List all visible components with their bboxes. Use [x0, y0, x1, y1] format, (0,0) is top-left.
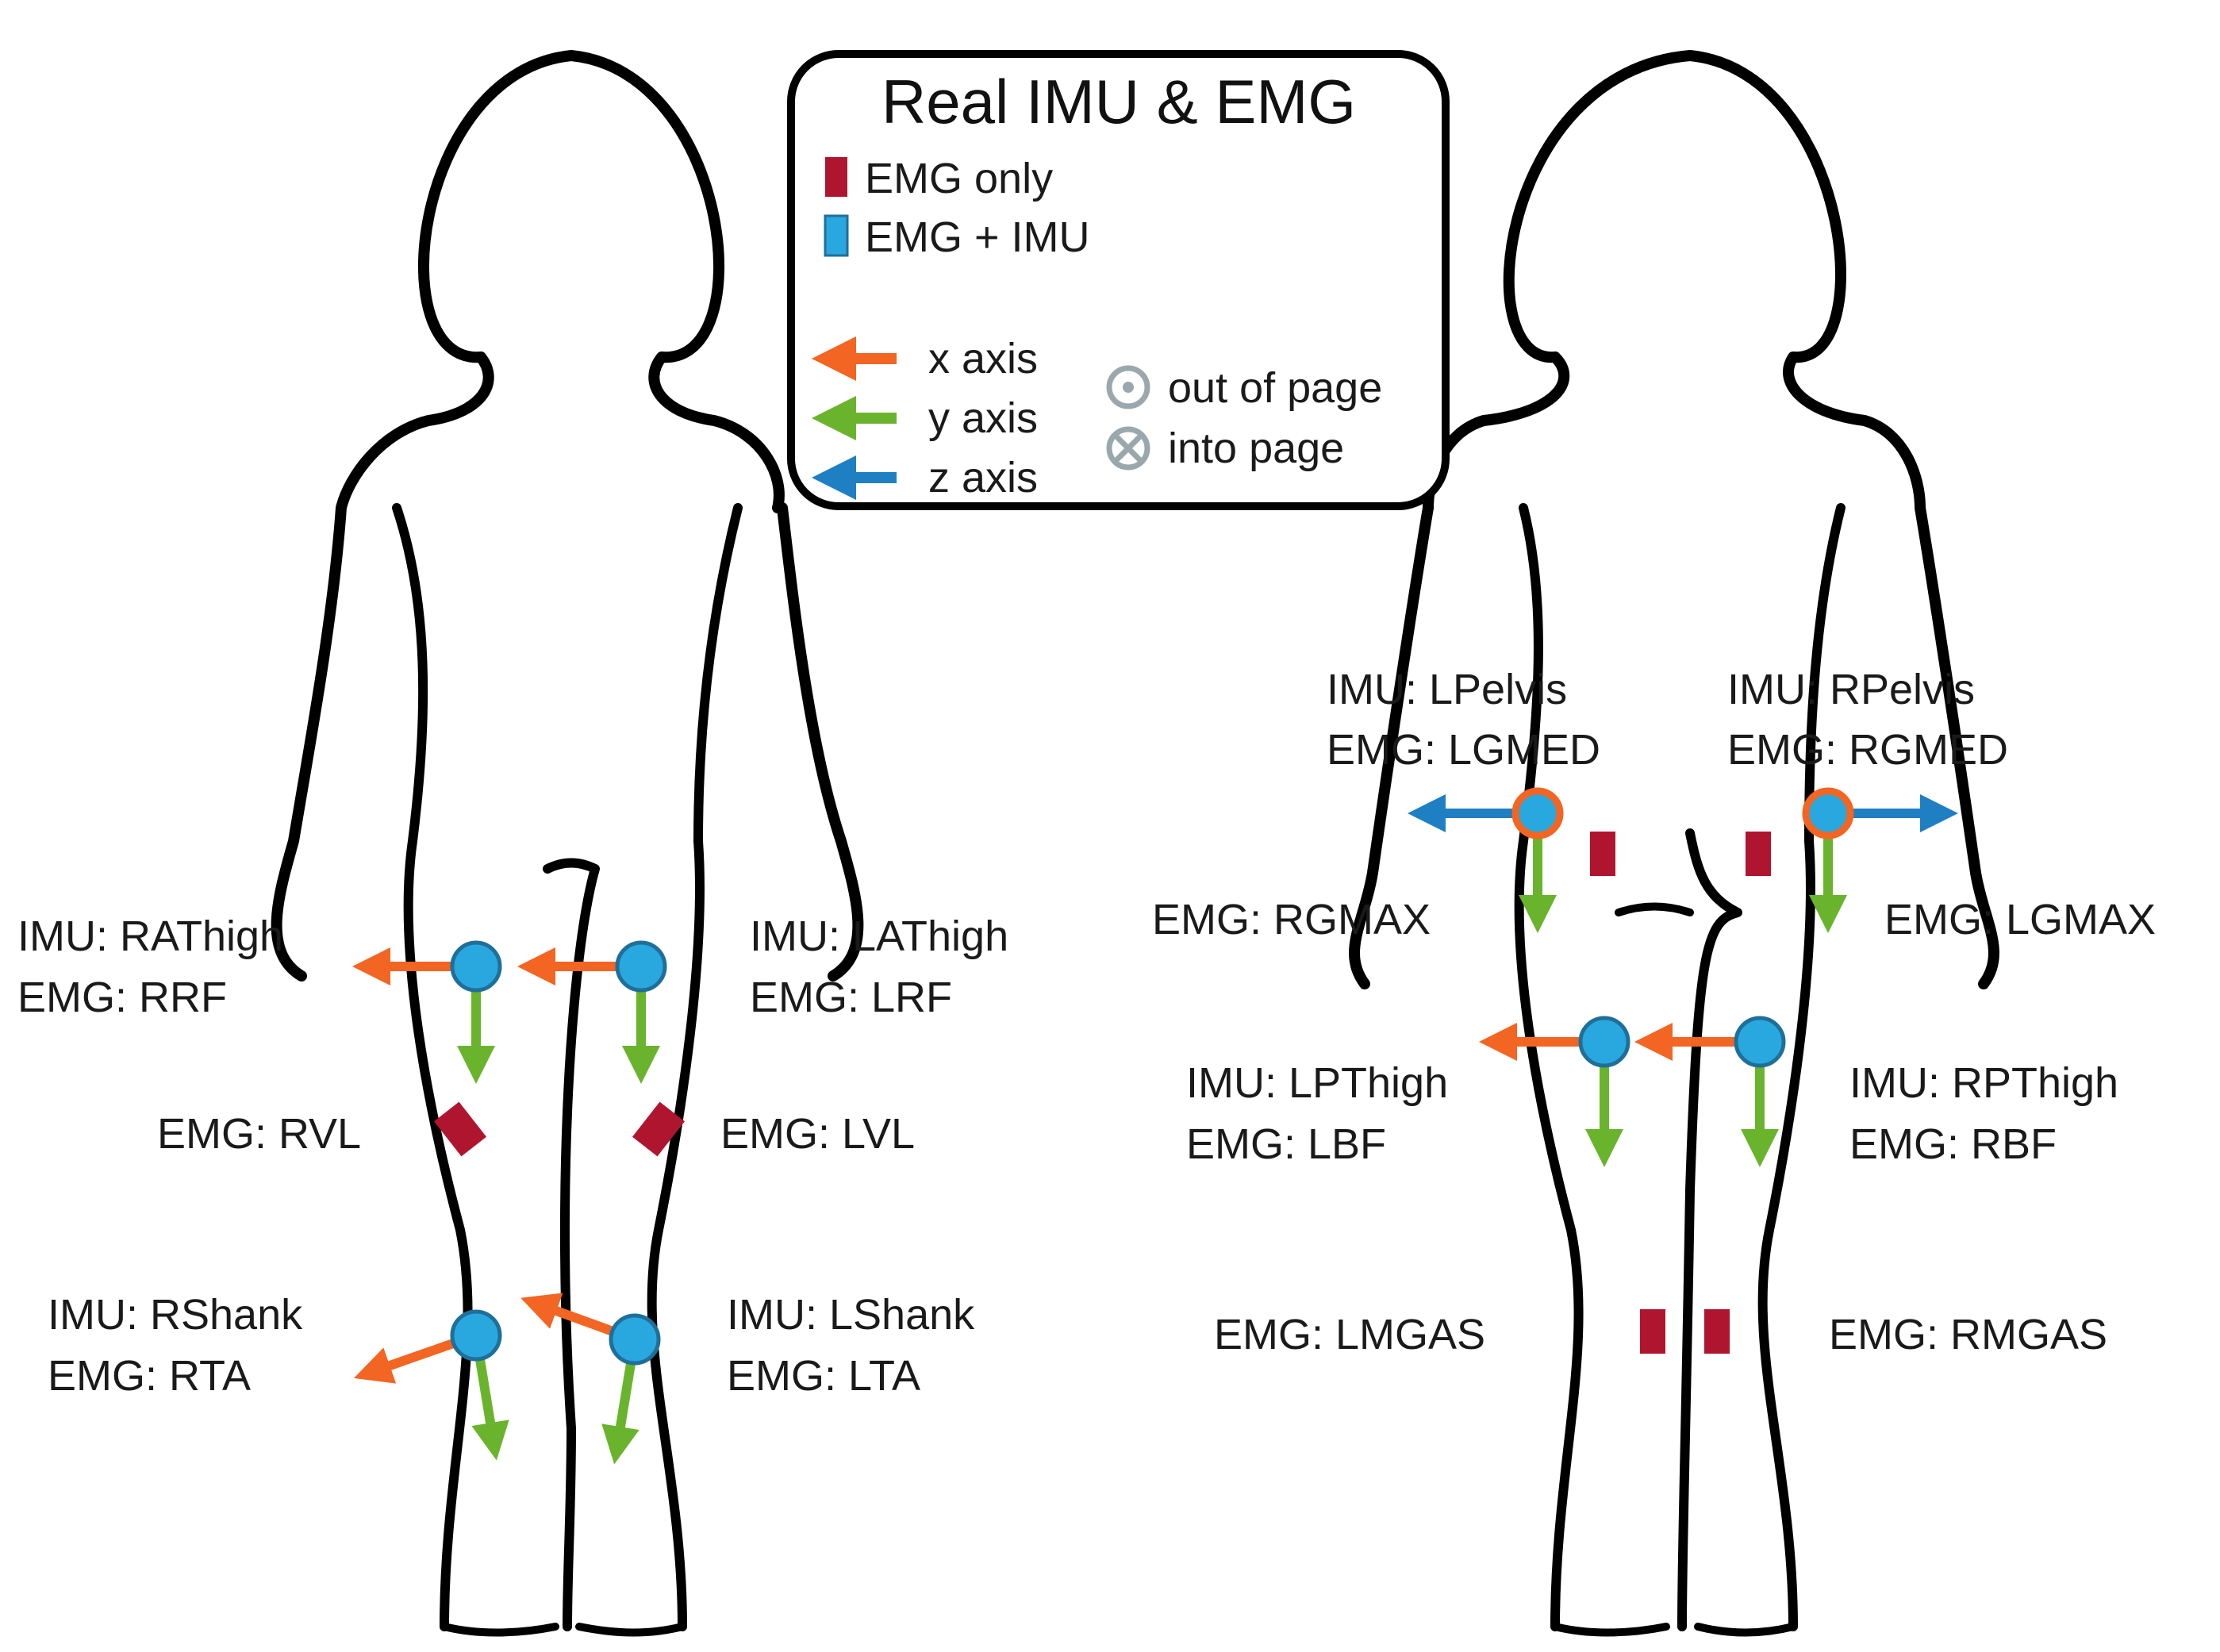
rpthigh-emg-label: EMG: RBF — [1849, 1120, 2057, 1168]
emg-imu-swatch — [824, 214, 849, 257]
lpthigh-imu-label: IMU: LPThigh — [1186, 1059, 1448, 1107]
emg-imu-label: EMG + IMU — [865, 213, 1090, 261]
lgmax-label: EMG: LGMAX — [1884, 896, 2156, 943]
legend-frame — [787, 50, 1450, 510]
rgmax-label: EMG: RGMAX — [1152, 896, 1431, 943]
rshank-imu-label: IMU: RShank — [48, 1291, 303, 1339]
imu-rathigh-sensor — [352, 940, 502, 1084]
legend: Real IMU & EMG EMG only EMG + IMU x axis… — [787, 50, 1450, 510]
emg-only-swatch — [825, 157, 847, 197]
sensor-node-icon — [1802, 787, 1854, 839]
out-of-page-label: out of page — [1168, 364, 1382, 412]
rpthigh-imu-label: IMU: RPThigh — [1849, 1059, 2118, 1107]
lathigh-imu-label: IMU: LAThigh — [750, 912, 1008, 960]
front-body-outline — [271, 50, 864, 1637]
imu-lpthigh-sensor — [1479, 1016, 1630, 1167]
sensor-node-icon — [1734, 1016, 1786, 1068]
legend-title: Real IMU & EMG — [881, 67, 1356, 136]
lshank-emg-label: EMG: LTA — [727, 1352, 920, 1400]
lshank-imu-label: IMU: LShank — [727, 1291, 975, 1339]
rmgas-label: EMG: RMGAS — [1829, 1311, 2107, 1358]
lpelvis-emg-label: EMG: LGMED — [1327, 726, 1600, 774]
emg-only-label: EMG only — [865, 155, 1053, 202]
rpelvis-emg-label: EMG: RGMED — [1727, 726, 2008, 774]
imu-rpthigh-sensor — [1634, 1016, 1786, 1167]
emg-lvl-pad — [632, 1101, 685, 1157]
y-axis-label: y axis — [928, 394, 1038, 442]
z-axis-label: z axis — [928, 454, 1038, 501]
sensor-node-icon — [1511, 787, 1564, 839]
sensor-node-icon — [450, 940, 502, 993]
imu-rshank-sensor — [354, 1309, 509, 1461]
emg-rmgas-pad — [1704, 1309, 1730, 1354]
x-axis-label: x axis — [928, 335, 1038, 382]
imu-rpelvis-sensor — [1802, 787, 1958, 933]
imu-lshank-sensor — [520, 1293, 661, 1465]
lmgas-label: EMG: LMGAS — [1214, 1311, 1485, 1358]
out-of-page-icon — [1106, 365, 1150, 409]
emg-lmgas-pad — [1640, 1309, 1665, 1354]
sensor-node-icon — [615, 940, 667, 993]
imu-lathigh-sensor — [517, 940, 667, 1084]
emg-rvl-pad — [434, 1101, 486, 1157]
emg-rgmax-pad — [1590, 832, 1615, 876]
rvl-label: EMG: RVL — [157, 1110, 361, 1158]
sensor-node-icon — [450, 1309, 502, 1362]
lpelvis-imu-label: IMU: LPelvis — [1327, 666, 1567, 713]
lathigh-emg-label: EMG: LRF — [750, 974, 952, 1021]
lvl-label: EMG: LVL — [720, 1110, 915, 1158]
emg-lgmax-pad — [1746, 832, 1771, 876]
sensor-node-icon — [1578, 1016, 1630, 1068]
imu-lpelvis-sensor — [1408, 787, 1564, 933]
sensor-node-icon — [609, 1313, 661, 1366]
rpelvis-imu-label: IMU: RPelvis — [1727, 666, 1975, 713]
back-body-outline — [1349, 50, 1999, 1637]
rathigh-emg-label: EMG: RRF — [17, 974, 227, 1021]
into-page-label: into page — [1168, 425, 1344, 472]
rathigh-imu-label: IMU: RAThigh — [17, 912, 283, 960]
rshank-emg-label: EMG: RTA — [48, 1352, 251, 1400]
lpthigh-emg-label: EMG: LBF — [1186, 1120, 1386, 1168]
into-page-icon — [1106, 426, 1150, 471]
